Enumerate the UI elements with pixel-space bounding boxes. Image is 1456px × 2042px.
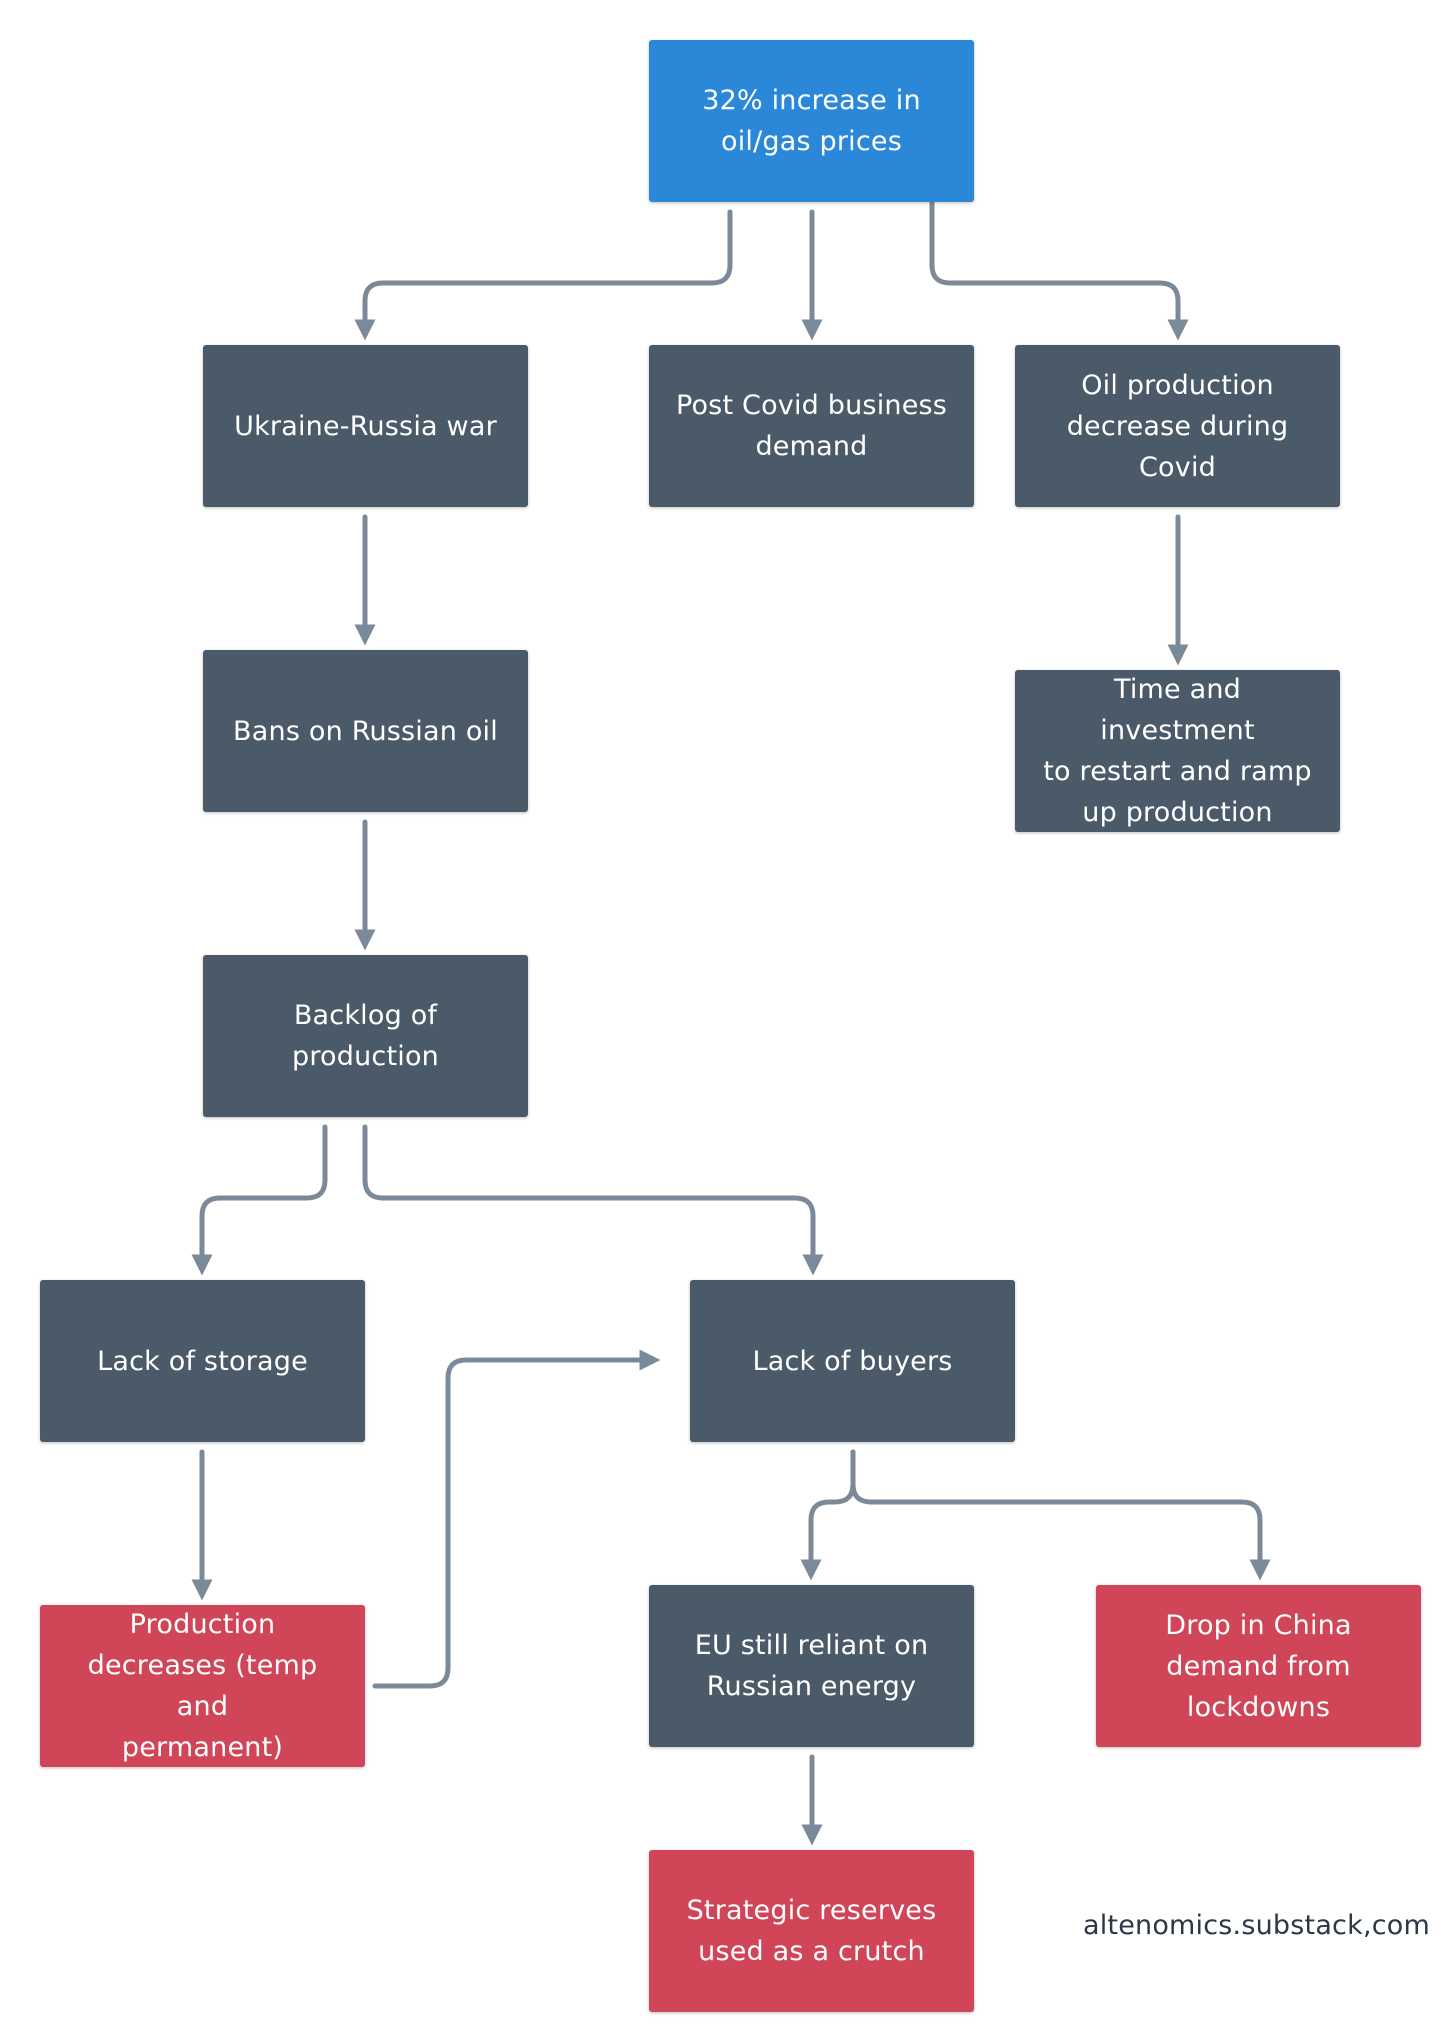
node-eu-reliant: EU still reliant on Russian energy [649,1585,974,1747]
node-lack-of-buyers: Lack of buyers [690,1280,1015,1442]
node-ukraine-russia-war-label: Ukraine-Russia war [234,410,497,442]
node-bans-on-russian-oil-label: Bans on Russian oil [233,715,498,747]
node-time-and-investment: Time and investment to restart and ramp … [1015,670,1340,832]
node-root-label: 32% increase in oil/gas prices [702,85,921,157]
connector-lack-of-buyers-to-drop-in-china-demand [850,1449,1271,1581]
node-ukraine-russia-war: Ukraine-Russia war [203,345,528,507]
credit-text: altenomics.substack,com [1082,1910,1430,1941]
node-eu-reliant-label: EU still reliant on Russian energy [694,1630,929,1702]
node-lack-of-buyers-label: Lack of buyers [752,1345,953,1377]
node-bans-on-russian-oil: Bans on Russian oil [203,650,528,812]
node-production-decreases-label: Production decreases (temp and permanent… [87,1609,318,1763]
connector-root-to-ukraine-russia-war [354,209,733,341]
node-strategic-reserves-label: Strategic reserves used as a crutch [686,1895,937,1967]
node-strategic-reserves: Strategic reserves used as a crutch [649,1850,974,2012]
connector-backlog-of-production-to-lack-of-buyers [362,1124,824,1276]
node-backlog-of-production: Backlog of production [203,955,528,1117]
connector-root-to-oil-production-decrease [929,199,1189,341]
connector-backlog-of-production-to-lack-of-storage [191,1124,328,1276]
node-backlog-of-production-label: Backlog of production [292,1000,439,1072]
node-root: 32% increase in oil/gas prices [649,40,974,202]
node-lack-of-storage-label: Lack of storage [97,1345,308,1377]
node-drop-in-china-demand: Drop in China demand from lockdowns [1096,1585,1421,1747]
connector-lack-of-buyers-to-eu-reliant [800,1449,856,1581]
node-post-covid-demand-label: Post Covid business demand [675,390,948,462]
node-time-and-investment-label: Time and investment to restart and ramp … [1043,674,1312,828]
node-drop-in-china-demand-label: Drop in China demand from lockdowns [1165,1609,1352,1723]
node-post-covid-demand: Post Covid business demand [649,345,974,507]
connector-production-decreases-to-lack-of-buyers [372,1349,661,1689]
node-oil-production-decrease: Oil production decrease during Covid [1015,345,1340,507]
node-lack-of-storage: Lack of storage [40,1280,365,1442]
node-oil-production-decrease-label: Oil production decrease during Covid [1066,369,1289,483]
node-production-decreases: Production decreases (temp and permanent… [40,1605,365,1767]
